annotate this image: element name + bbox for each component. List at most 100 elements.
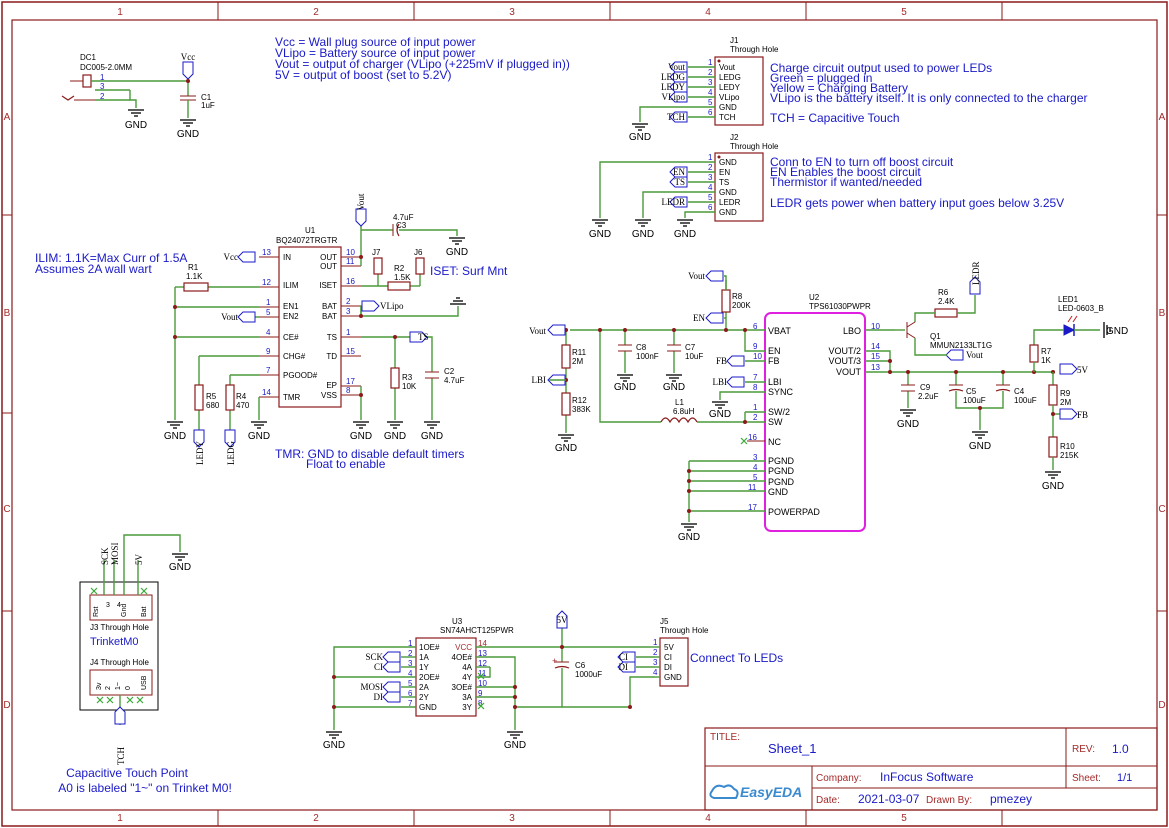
svg-text:2: 2 [753,413,758,422]
svg-text:100nF: 100nF [636,352,659,361]
svg-text:12: 12 [262,278,271,287]
svg-text:2A: 2A [419,683,429,692]
svg-text:3: 3 [708,173,713,182]
svg-text:LBO: LBO [843,326,861,336]
svg-text:TCH = Capacitive Touch: TCH = Capacitive Touch [770,111,900,125]
svg-text:4Y: 4Y [462,673,472,682]
svg-text:EN2: EN2 [283,312,299,321]
u1-grounds: GND GND GND GND GND GND [164,237,468,442]
u2-flags: Vout LBI Vout EN FB LBI [529,270,745,388]
svg-text:DC005-2.0MM: DC005-2.0MM [80,63,132,72]
svg-text:VSS: VSS [321,391,337,400]
svg-text:+: + [552,656,557,666]
svg-text:Float to enable: Float to enable [306,457,386,471]
svg-text:GND: GND [709,409,731,420]
svg-text:C3: C3 [396,221,407,230]
svg-text:11: 11 [478,669,487,678]
svg-text:Vout: Vout [966,350,983,360]
svg-text:VBAT: VBAT [768,326,791,336]
svg-text:GND: GND [629,132,651,143]
svg-text:CI: CI [374,662,383,672]
svg-text:VOUT/2: VOUT/2 [828,346,861,356]
svg-text:C: C [1158,504,1165,515]
svg-text:1: 1 [408,639,413,648]
svg-text:1/1: 1/1 [1117,772,1132,784]
svg-text:3: 3 [753,453,758,462]
u1-passives: R1 1.1K C3 4.7uF J7 J6 R2 1.5K ISET: Sur… [183,213,508,411]
svg-text:16: 16 [346,277,355,286]
svg-text:D: D [1158,700,1165,711]
svg-text:GND: GND [446,247,468,258]
svg-text:4.7uF: 4.7uF [393,213,414,222]
svg-text:LEDG: LEDG [226,441,236,465]
svg-text:MMUN2133LT1G: MMUN2133LT1G [930,341,992,350]
svg-text:VLipo: VLipo [662,92,686,102]
svg-text:Through Hole: Through Hole [730,45,779,54]
svg-text:EN: EN [693,313,705,323]
svg-text:InFocus Software: InFocus Software [880,770,974,784]
svg-text:LBI: LBI [768,377,782,387]
svg-text:1: 1 [346,328,351,337]
svg-text:A0 is labeled "1~" on Trinket: A0 is labeled "1~" on Trinket M0! [58,781,232,795]
svg-text:C1: C1 [201,93,212,102]
svg-text:EP: EP [326,381,337,390]
svg-text:Vcc = Wall plug source of inpu: Vcc = Wall plug source of input power [275,35,476,49]
svg-text:C7: C7 [685,343,696,352]
svg-text:1uF: 1uF [201,101,215,110]
ilim-notes: ILIM: 1.1K=Max Curr of 1.5A Assumes 2A w… [35,251,187,276]
svg-text:2: 2 [313,813,319,824]
svg-text:2.2uF: 2.2uF [918,392,939,401]
svg-text:Vout: Vout [356,193,366,210]
svg-text:3: 3 [509,813,515,824]
svg-text:14: 14 [478,639,487,648]
svg-text:1A: 1A [419,653,429,662]
svg-text:GND: GND [323,740,345,751]
led1: LED1 LED-0603_B GND [1033,295,1128,345]
svg-text:383K: 383K [572,405,591,414]
capacitor-c6: + C6 1000uF [552,656,602,679]
svg-text:1: 1 [117,813,123,824]
svg-text:3A: 3A [462,693,472,702]
svg-text:GND: GND [1106,326,1128,337]
svg-text:LEDG: LEDG [719,73,741,82]
svg-text:1: 1 [708,153,713,162]
svg-text:2M: 2M [1060,398,1071,407]
svg-text:R11: R11 [572,348,587,357]
svg-text:GND: GND [164,431,186,442]
svg-text:C9: C9 [920,383,931,392]
svg-text:GND: GND [1042,481,1064,492]
svg-text:A: A [1159,112,1166,123]
svg-text:SW/2: SW/2 [768,407,790,417]
svg-text:B: B [1159,308,1166,319]
svg-text:LEDG: LEDG [661,72,685,82]
u2-passives: R8 200K R11 2M R12 383K C8 100nF C7 10uF… [561,289,1037,424]
charger-ic-u1: U1 BQ24072TRGTR INILIMEN1EN2CE#CHG#PGOOD… [259,226,361,408]
svg-text:GND: GND [555,443,577,454]
svg-text:SCK: SCK [100,547,110,565]
svg-text:C8: C8 [636,343,647,352]
capacitor-c1: C1 1uF GND [177,79,215,140]
svg-text:5V: 5V [557,615,569,625]
touch-notes: Capacitive Touch Point A0 is labeled "1~… [58,766,232,795]
svg-text:TMR: GND to disable default ti: TMR: GND to disable default timers [275,447,464,461]
svg-text:GND: GND [719,103,737,112]
svg-text:FB: FB [1077,410,1088,420]
svg-text:3v: 3v [96,682,103,690]
svg-text:2: 2 [100,92,105,101]
svg-text:5: 5 [901,7,907,18]
svg-text:R5: R5 [206,392,217,401]
svg-text:Thermistor if wanted/needed: Thermistor if wanted/needed [770,175,922,189]
svg-text:ISET: ISET [319,281,337,290]
svg-text:R8: R8 [732,292,743,301]
svg-text:GND: GND [632,229,654,240]
svg-text:PGND: PGND [768,466,795,476]
svg-text:EN Enables the boost circuit: EN Enables the boost circuit [770,165,921,179]
svg-text:J1: J1 [730,36,739,45]
svg-text:GND: GND [384,431,406,442]
svg-text:SCK: SCK [365,652,383,662]
svg-text:POWERPAD: POWERPAD [768,507,820,517]
svg-text:2: 2 [408,649,413,658]
svg-text:2M: 2M [572,357,583,366]
svg-text:GND: GND [719,208,737,217]
